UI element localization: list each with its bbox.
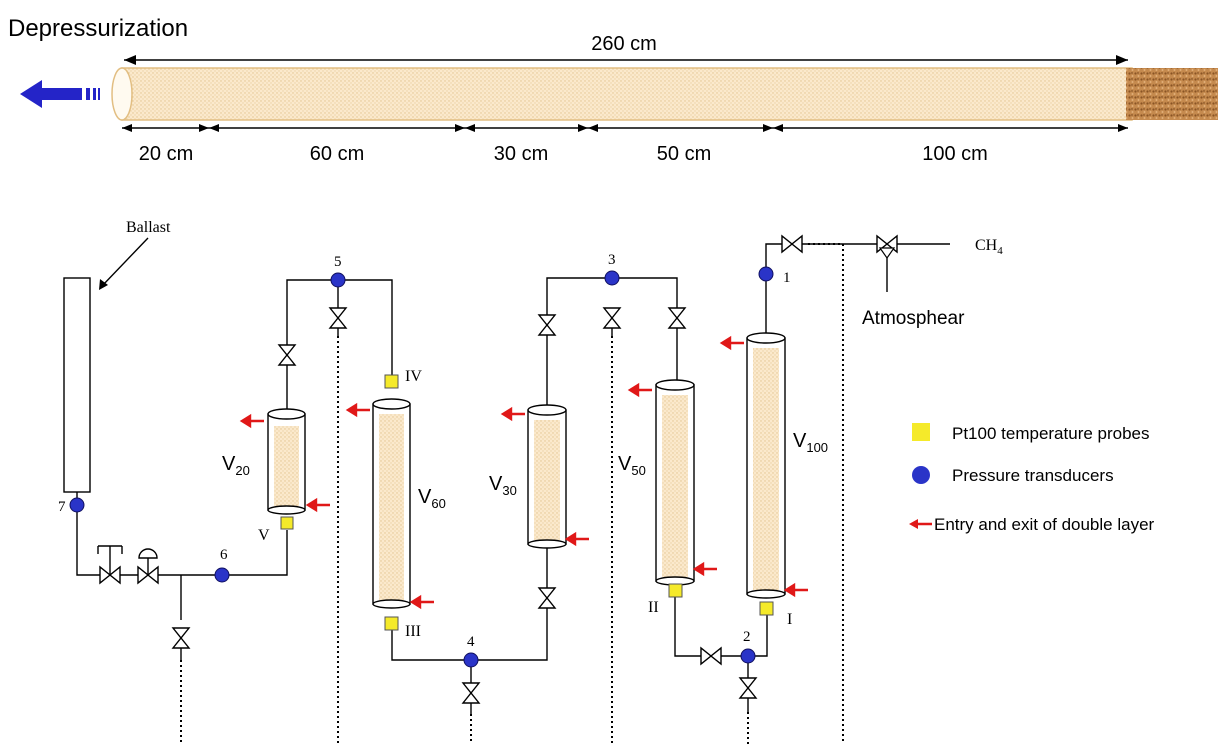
svg-text:2: 2 (743, 629, 751, 645)
svg-text:3: 3 (608, 252, 616, 268)
segment-label-2: 60 cm (310, 143, 364, 165)
pressure-transducer-2 (740, 648, 756, 664)
segment-label-3: 30 cm (494, 143, 548, 165)
legend-pressure-label: Pressure transducers (952, 466, 1114, 485)
legend-double-layer-label: Entry and exit of double layer (934, 515, 1155, 534)
depressurization-arrow-icon (20, 80, 100, 108)
svg-text:5: 5 (334, 254, 342, 270)
svg-text:4: 4 (467, 634, 475, 650)
segment-label-4: 50 cm (657, 143, 711, 165)
temp-probe-ii (668, 583, 683, 598)
pressure-transducer-labels: 1 2 3 4 5 6 7 (58, 252, 791, 650)
ch4-label: CH4 (975, 237, 1003, 257)
legend-pressure-swatch (912, 466, 930, 484)
pressure-transducer-6 (214, 567, 230, 583)
segment-label-5: 100 cm (922, 143, 988, 165)
legend-temperature-swatch (912, 423, 930, 441)
ballast-tank (63, 277, 91, 493)
sand-plug (1126, 68, 1218, 120)
legend: Pt100 temperature probes Pressure transd… (909, 423, 1155, 534)
pressure-transducer-1 (758, 266, 774, 282)
vessel-label-v30: V30 (489, 473, 517, 498)
pressure-transducer-7 (69, 497, 85, 513)
pressure-transducers (69, 266, 774, 668)
ballast-label: Ballast (126, 219, 171, 236)
vessel-label-v20: V20 (222, 453, 250, 478)
temp-probe-iii (384, 616, 399, 631)
legend-temperature-label: Pt100 temperature probes (952, 424, 1150, 443)
vessel-v100 (746, 332, 786, 599)
core-body (121, 67, 1133, 121)
vessel-label-v50: V50 (618, 453, 646, 478)
vessel-label-v60: V60 (418, 486, 446, 511)
depressurization-title: Depressurization (8, 15, 188, 42)
total-length-label: 260 cm (591, 33, 657, 55)
core-schematic: Depressurization 260 cm (8, 15, 1218, 165)
piping: Ballast (63, 219, 1003, 744)
pressure-transducer-5 (330, 272, 346, 288)
ballast-pointer (101, 237, 149, 287)
svg-text:I: I (787, 611, 792, 628)
core-end-cap (111, 67, 133, 121)
svg-text:III: III (405, 623, 421, 640)
svg-text:IV: IV (405, 368, 422, 385)
legend-arrow-icon (909, 519, 932, 529)
atmosphere-label: Atmosphear (862, 308, 965, 329)
svg-text:II: II (648, 599, 659, 616)
double-layer-arrows (239, 335, 808, 610)
pressure-transducer-4 (463, 652, 479, 668)
arrowhead-right (1116, 55, 1128, 65)
vessel-v20 (267, 408, 306, 515)
svg-text:6: 6 (220, 547, 228, 563)
vessel-v60 (372, 398, 411, 609)
temp-probe-iv (384, 374, 399, 389)
svg-text:V: V (258, 527, 270, 544)
vessel-label-v100: V100 (793, 430, 828, 455)
arrowhead-left (124, 55, 136, 65)
temp-probe-v (280, 516, 294, 530)
vessels: V20 V60 V30 V50 V100 (222, 332, 828, 609)
pressure-transducer-3 (604, 270, 620, 286)
segment-label-1: 20 cm (139, 143, 193, 165)
vessel-v50 (655, 379, 695, 586)
segment-arrowheads (122, 124, 1128, 132)
svg-text:7: 7 (58, 499, 66, 515)
vessel-v30 (527, 404, 567, 549)
temp-probe-i (759, 601, 774, 616)
temperature-probes (280, 374, 774, 631)
svg-text:1: 1 (783, 270, 791, 286)
temperature-probe-labels: I II III IV V (258, 368, 792, 640)
